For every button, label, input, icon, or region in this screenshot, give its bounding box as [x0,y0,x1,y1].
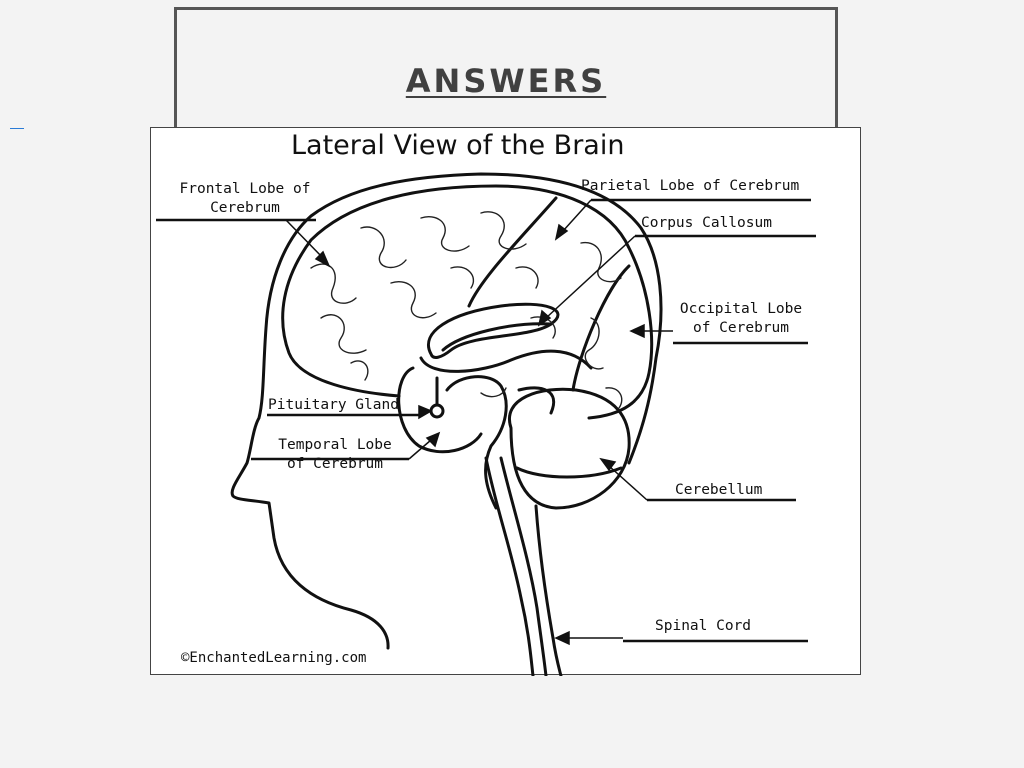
label-frontal-lobe-line1: Frontal Lobe of [179,181,311,197]
label-temporal-lobe-line2: of Cerebrum [286,456,384,472]
label-occipital-lobe: Occipital Lobe of Cerebrum [671,300,811,338]
label-spinal-cord: Spinal Cord [655,618,752,634]
label-frontal-lobe: Frontal Lobe of Cerebrum [165,180,325,218]
label-parietal-lobe: Parietal Lobe of Cerebrum [581,178,800,194]
spinal-cord-left [484,456,535,676]
corpus-callosum [427,302,560,359]
copyright-credit: ©EnchantedLearning.com [181,650,367,666]
parieto-occipital-line [571,264,631,392]
label-pituitary-gland: Pituitary Gland [268,397,399,413]
cerebellum-shape [507,387,631,510]
title-box: ANSWERS [174,7,838,137]
label-temporal-lobe: Temporal Lobe of Cerebrum [255,436,415,474]
slide-marker-line [10,128,24,129]
label-occipital-lobe-line1: Occipital Lobe [679,301,803,317]
brain-diagram: Lateral View of the Brain Frontal Lobe o… [150,127,861,676]
head-outline [230,172,663,650]
diagram-title: Lateral View of the Brain [291,130,625,161]
label-corpus-callosum: Corpus Callosum [641,215,772,231]
spinal-cord-right [534,504,563,676]
central-sulcus [467,196,558,308]
brain-drawing [156,172,816,676]
brainstem [445,375,508,510]
label-temporal-lobe-line1: Temporal Lobe [278,437,392,453]
label-cerebellum: Cerebellum [675,482,763,498]
slide-title: ANSWERS [405,62,607,100]
temporal-lobe [397,366,483,454]
pituitary-shape [429,403,445,419]
label-occipital-lobe-line2: of Cerebrum [692,320,790,336]
label-frontal-lobe-line2: Cerebrum [210,200,280,216]
cerebrum-outline [281,184,654,420]
